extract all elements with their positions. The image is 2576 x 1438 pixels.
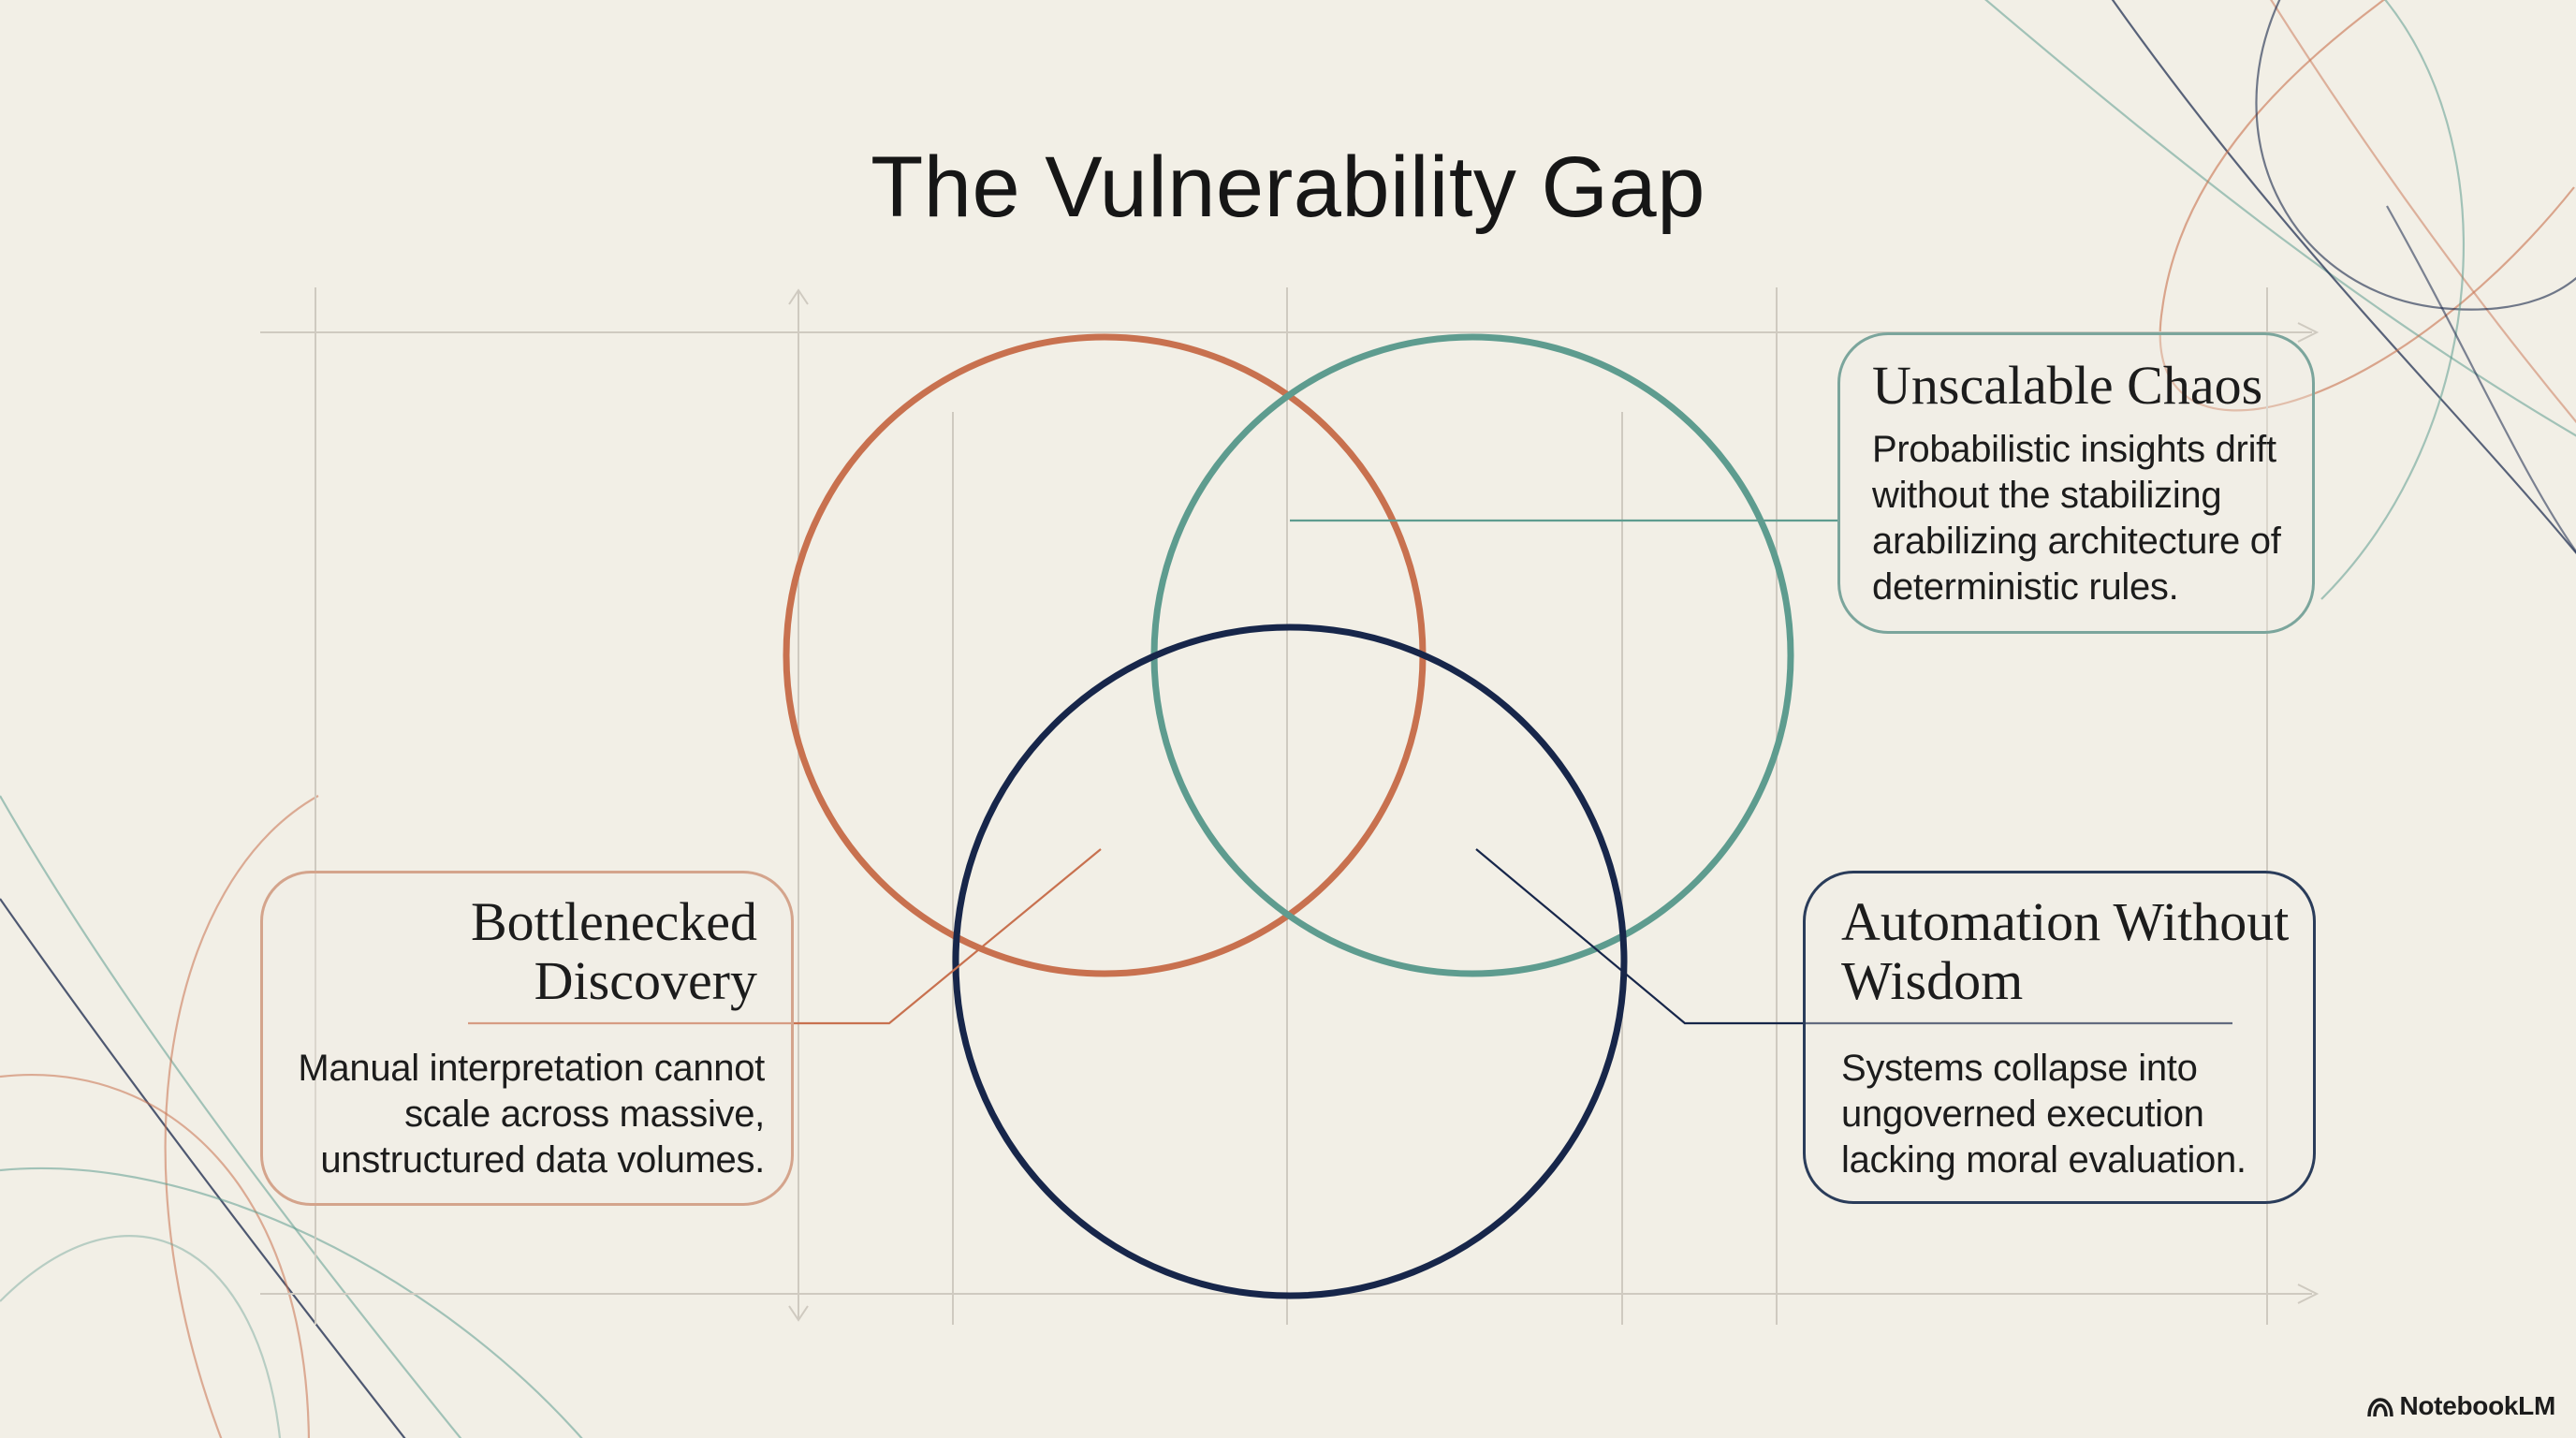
- grid-arrowhead: [788, 288, 809, 305]
- deco-curve: [2255, 0, 2576, 311]
- deco-curve: [2270, 0, 2576, 424]
- deco-curve: [2111, 0, 2576, 555]
- page-title: The Vulnerability Gap: [871, 139, 1705, 235]
- grid-arrowhead: [2297, 322, 2320, 343]
- orange-circle: [783, 333, 1427, 977]
- deco-curve: [164, 795, 319, 1438]
- deco-curve: [0, 1167, 583, 1438]
- navy-circle: [952, 624, 1628, 1299]
- deco-curve: [2386, 205, 2576, 553]
- callout-body: Probabilistic insights drift without the…: [1872, 429, 2281, 608]
- callout-heading: Bottlenecked Discovery: [470, 891, 757, 1011]
- brand-watermark: NotebookLM: [2367, 1391, 2555, 1421]
- leader-line-bottleneck: [468, 848, 1102, 1025]
- deco-curve: [0, 795, 462, 1438]
- brand-label: NotebookLM: [2399, 1391, 2555, 1420]
- callout-heading: Unscalable Chaos: [1872, 355, 2263, 416]
- deco-curve: [2159, 0, 2575, 412]
- callout-body: Systems collapse into ungoverned executi…: [1841, 1048, 2247, 1181]
- grid-arrowhead: [788, 1305, 809, 1322]
- callout-unscalable-chaos: Unscalable Chaos Probabilistic insights …: [1837, 332, 2315, 634]
- teal-circle: [1150, 333, 1794, 977]
- grid-arrowhead: [2297, 1284, 2320, 1304]
- deco-curve: [1984, 0, 2576, 437]
- callout-heading: Automation Without Wisdom: [1841, 891, 2290, 1011]
- deco-curve: [2320, 0, 2465, 600]
- deco-curve: [0, 1074, 310, 1438]
- callout-automation-without-wisdom: Automation Without Wisdom Systems collap…: [1803, 871, 2316, 1204]
- deco-curve: [0, 898, 406, 1438]
- deco-curve: [0, 1235, 281, 1438]
- callout-bottlenecked-discovery: Bottlenecked Discovery Manual interpreta…: [260, 871, 794, 1206]
- callout-body: Manual interpretation cannot scale acros…: [298, 1048, 765, 1181]
- notebooklm-logo-icon: [2367, 1398, 2394, 1417]
- leader-line-automation: [1475, 848, 2232, 1025]
